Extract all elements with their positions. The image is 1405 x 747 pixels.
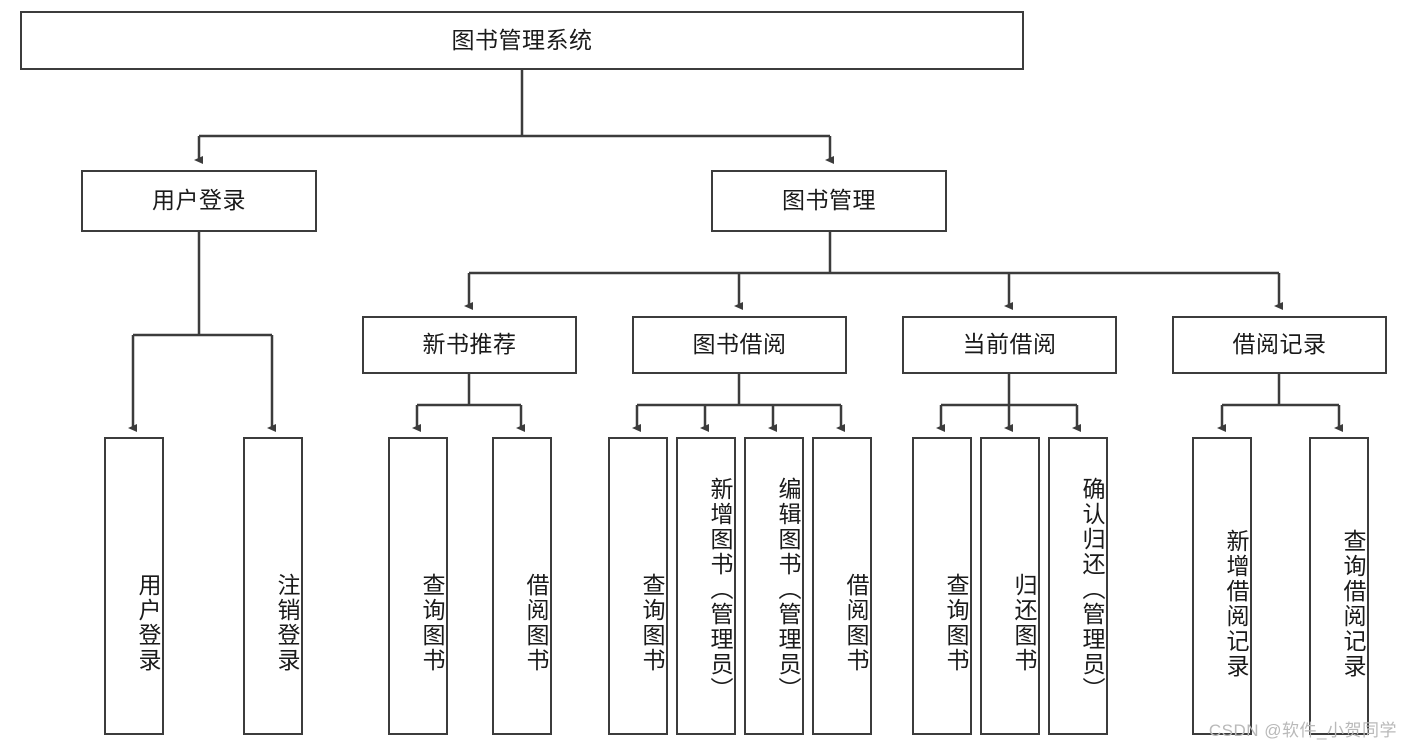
node-label: 编辑图书（管理员） xyxy=(775,476,801,702)
leaf-borrow-record-add-record[interactable]: 新增借阅记录 xyxy=(1192,437,1252,735)
node-label: 图书管理系统 xyxy=(451,26,593,53)
node-label: 查询图书 xyxy=(943,573,969,673)
node-label: 确认归还（管理员） xyxy=(1079,476,1105,702)
node-new-book-recommend[interactable]: 新书推荐 xyxy=(362,316,577,374)
node-label: 当前借阅 xyxy=(962,331,1057,358)
node-label: 图书管理 xyxy=(782,187,876,214)
leaf-new-book-query-book[interactable]: 查询图书 xyxy=(388,437,448,735)
node-label: 新书推荐 xyxy=(422,331,517,358)
node-book-management[interactable]: 图书管理 xyxy=(711,170,947,232)
node-label: 用户登录 xyxy=(152,187,246,214)
leaf-user-login-signin[interactable]: 用户登录 xyxy=(104,437,164,735)
node-label: 借阅图书 xyxy=(843,573,869,673)
node-borrow-record[interactable]: 借阅记录 xyxy=(1172,316,1387,374)
leaf-new-book-borrow-book[interactable]: 借阅图书 xyxy=(492,437,552,735)
leaf-book-borrow-query-book[interactable]: 查询图书 xyxy=(608,437,668,735)
leaf-borrow-record-query-record[interactable]: 查询借阅记录 xyxy=(1309,437,1369,735)
node-label: 用户登录 xyxy=(135,573,161,673)
node-label: 注销登录 xyxy=(274,573,300,673)
leaf-user-login-logout[interactable]: 注销登录 xyxy=(243,437,303,735)
node-label: 查询图书 xyxy=(639,573,665,673)
leaf-current-borrow-query-book[interactable]: 查询图书 xyxy=(912,437,972,735)
csdn-watermark: CSDN @软件_小贺同学 xyxy=(1208,721,1397,740)
node-label: 新增借阅记录 xyxy=(1223,529,1249,679)
leaf-book-borrow-edit-book-admin[interactable]: 编辑图书（管理员） xyxy=(744,437,804,735)
node-label: 新增图书（管理员） xyxy=(707,476,733,702)
node-label: 图书借阅 xyxy=(692,331,787,358)
node-label: 查询借阅记录 xyxy=(1340,529,1366,679)
node-current-borrow[interactable]: 当前借阅 xyxy=(902,316,1117,374)
node-root-book-management-system[interactable]: 图书管理系统 xyxy=(20,11,1024,70)
leaf-current-borrow-return-book[interactable]: 归还图书 xyxy=(980,437,1040,735)
leaf-book-borrow-add-book-admin[interactable]: 新增图书（管理员） xyxy=(676,437,736,735)
node-book-borrow[interactable]: 图书借阅 xyxy=(632,316,847,374)
leaf-book-borrow-borrow-book[interactable]: 借阅图书 xyxy=(812,437,872,735)
leaf-current-borrow-confirm-return-admin[interactable]: 确认归还（管理员） xyxy=(1048,437,1108,735)
node-user-login[interactable]: 用户登录 xyxy=(81,170,317,232)
node-label: 借阅记录 xyxy=(1232,331,1327,358)
node-label: 查询图书 xyxy=(419,573,445,673)
node-label: 归还图书 xyxy=(1011,573,1037,673)
node-label: 借阅图书 xyxy=(523,573,549,673)
